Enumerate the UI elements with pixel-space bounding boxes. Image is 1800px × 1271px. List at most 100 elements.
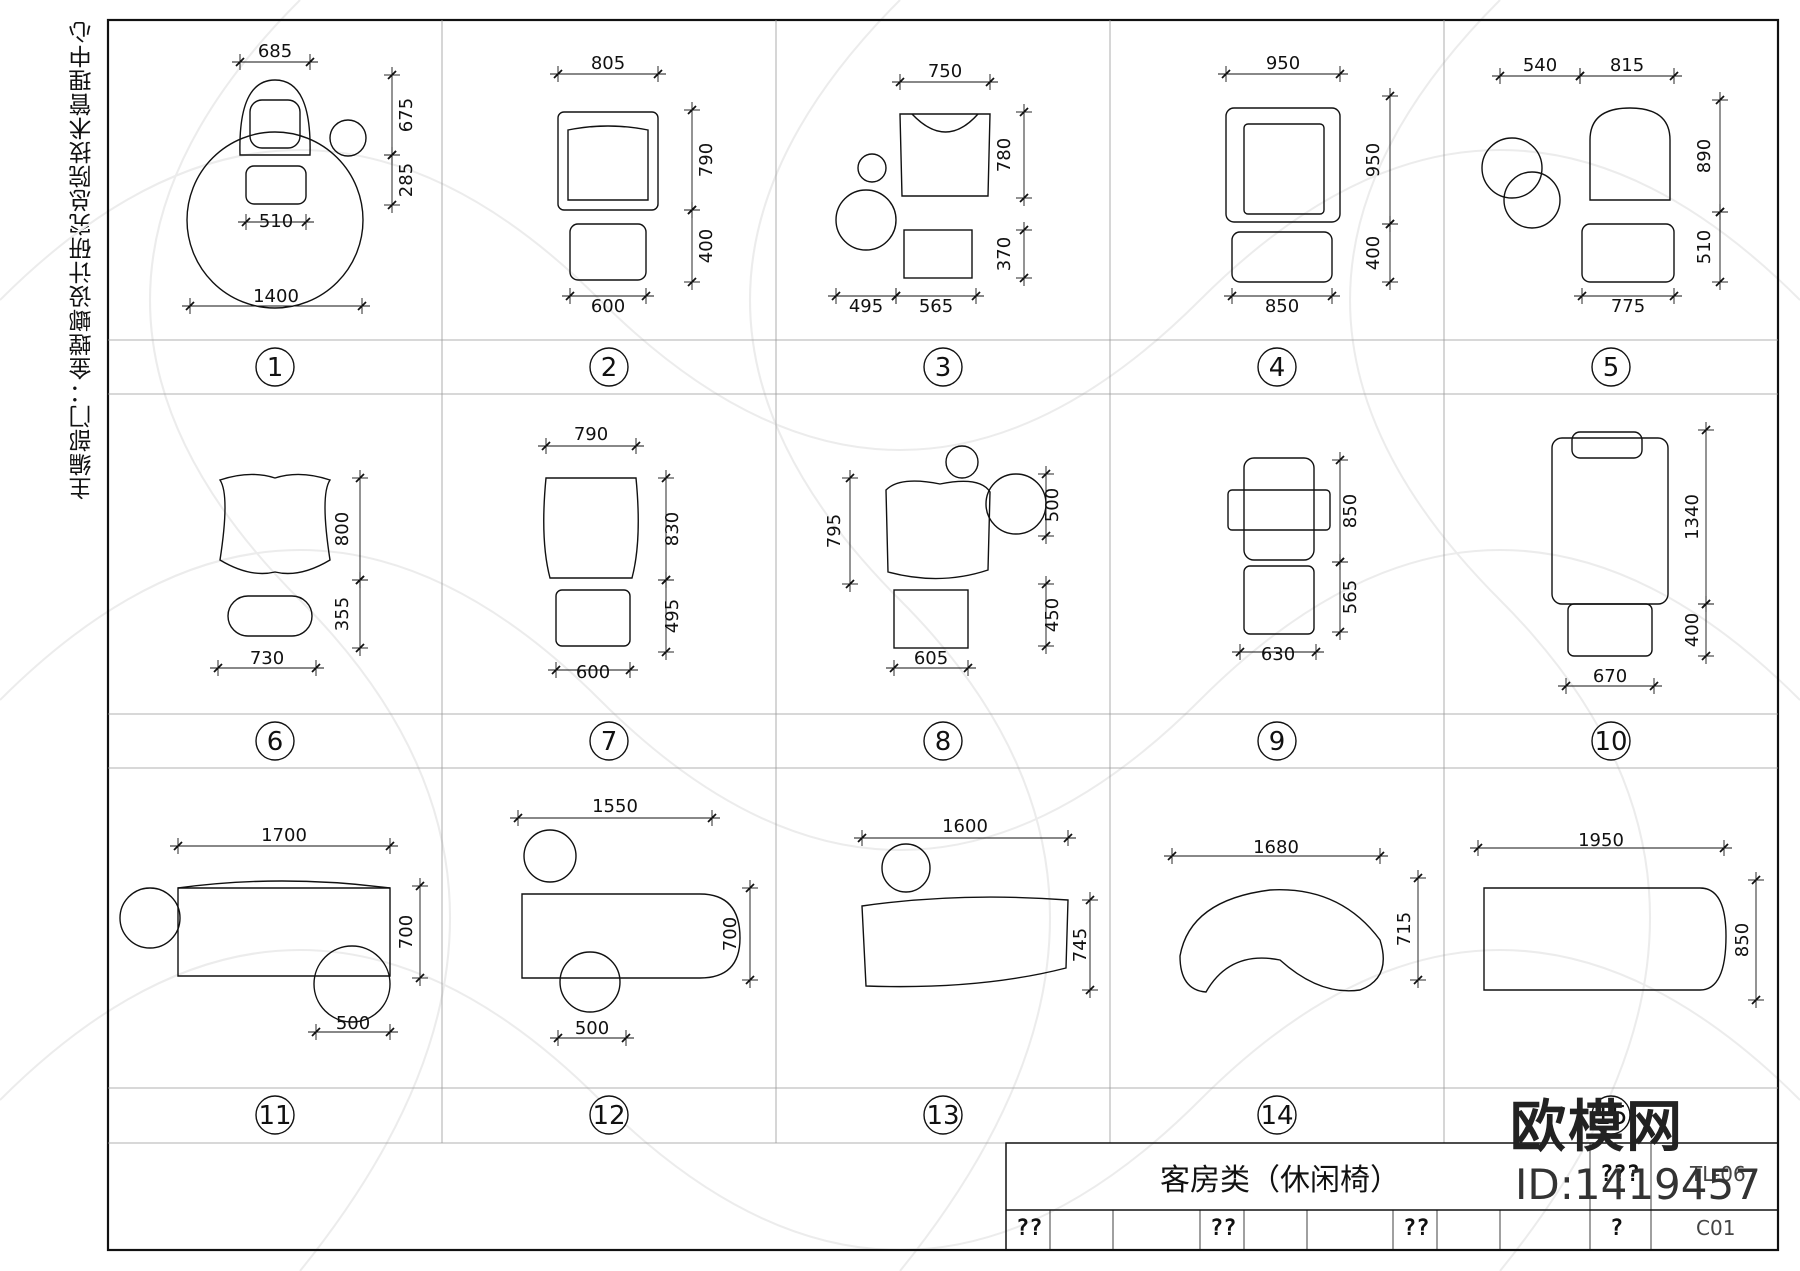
item-number-label: 14 xyxy=(1260,1101,1293,1131)
dimension-tick xyxy=(1375,851,1385,861)
sofa-outline xyxy=(861,896,1069,988)
dimension-tick xyxy=(661,473,671,483)
armchair-arms xyxy=(1227,489,1331,531)
dimension-tick xyxy=(1335,69,1345,79)
item-number-circle xyxy=(1257,347,1297,387)
dimension-label: 565 xyxy=(1340,580,1361,614)
dimension-tick xyxy=(1751,995,1761,1005)
item-number-circle xyxy=(1591,1095,1631,1135)
ottoman xyxy=(1581,223,1675,283)
dimension-tick xyxy=(707,813,717,823)
dimension-tick xyxy=(1577,291,1587,301)
item-number-circle xyxy=(1591,721,1631,761)
dimension-label: 400 xyxy=(1363,236,1384,270)
dimension-tick xyxy=(1701,599,1711,609)
dimension-tick xyxy=(745,975,755,985)
dimension-tick xyxy=(1669,71,1679,81)
dimension-tick xyxy=(1413,975,1423,985)
dimension-tick xyxy=(1041,579,1051,589)
item-number-label: 7 xyxy=(601,727,618,757)
item-number-label: 9 xyxy=(1269,727,1286,757)
sofa-outline xyxy=(177,887,391,977)
dimension-label: 1680 xyxy=(1253,837,1299,858)
dimension-tick xyxy=(687,205,697,215)
watermark-logo: 欧模网 xyxy=(1510,1095,1684,1160)
armchair-seat xyxy=(567,125,649,201)
dimension-tick xyxy=(857,833,867,843)
dimension-tick xyxy=(1751,875,1761,885)
dimension-tick xyxy=(1701,425,1711,435)
dimension-tick xyxy=(1311,647,1321,657)
dimension-tick xyxy=(1085,895,1095,905)
coffee-table xyxy=(313,945,391,1023)
dimension-tick xyxy=(1669,291,1679,301)
dimension-label: 700 xyxy=(396,915,417,949)
dimension-label: 500 xyxy=(575,1018,609,1039)
item-number-label: 1 xyxy=(267,353,284,383)
ottoman xyxy=(555,589,631,647)
dimension-tick xyxy=(1019,225,1029,235)
dimension-label: 780 xyxy=(994,138,1015,172)
armchair-outline xyxy=(239,79,311,156)
dimension-tick xyxy=(1227,291,1237,301)
dimension-tick xyxy=(889,663,899,673)
dimension-tick xyxy=(387,70,397,80)
dimension-tick xyxy=(355,575,365,585)
dimension-tick xyxy=(1041,469,1051,479)
dimension-label: 495 xyxy=(662,599,683,633)
dimension-tick xyxy=(305,57,315,67)
round-rug xyxy=(186,131,364,309)
dimension-label: 500 xyxy=(1042,488,1063,522)
dimension-tick xyxy=(235,57,245,67)
dimension-label: 600 xyxy=(576,662,610,683)
dimension-label: 510 xyxy=(259,211,293,232)
dimension-label: 795 xyxy=(824,514,845,548)
dimension-label: 670 xyxy=(1593,666,1627,687)
side-table-small xyxy=(945,445,979,479)
item-number-label: 8 xyxy=(935,727,952,757)
dimension-tick xyxy=(415,973,425,983)
side-table xyxy=(835,189,897,251)
dimension-tick xyxy=(311,663,321,673)
chaise-outline xyxy=(1551,437,1669,605)
dimension-label: 790 xyxy=(696,143,717,177)
dimension-label: 700 xyxy=(720,917,741,951)
title-block-cell-3: ?? xyxy=(1403,1216,1430,1241)
dimension-label: 890 xyxy=(1694,139,1715,173)
armchair-seat xyxy=(1243,123,1325,215)
sofa-outline xyxy=(521,893,741,979)
dimension-label: 510 xyxy=(1694,230,1715,264)
dimension-label: 565 xyxy=(919,296,953,317)
dimension-tick xyxy=(661,575,671,585)
dimension-label: 1340 xyxy=(1682,494,1703,540)
dimension-tick xyxy=(631,441,641,451)
dimension-tick xyxy=(415,881,425,891)
dimension-label: 500 xyxy=(336,1013,370,1034)
dimension-label: 775 xyxy=(1611,296,1645,317)
ottoman xyxy=(569,223,647,281)
armchair-seat xyxy=(249,99,301,149)
armchair-outline xyxy=(543,477,639,579)
dimension-tick xyxy=(625,665,635,675)
watermark-id: ID:1419457 xyxy=(1515,1160,1761,1209)
dimension-tick xyxy=(513,813,523,823)
ottoman xyxy=(1231,231,1333,283)
item-number-label: 3 xyxy=(935,353,952,383)
dimension-tick xyxy=(1335,557,1345,567)
dimension-tick xyxy=(213,663,223,673)
item-number-label: 11 xyxy=(258,1101,291,1131)
dimension-tick xyxy=(1649,681,1659,691)
dimension-tick xyxy=(985,77,995,87)
chaise-sofa-outline xyxy=(1483,887,1727,991)
dimension-tick xyxy=(385,1027,395,1037)
dimension-tick xyxy=(1019,193,1029,203)
side-table xyxy=(1481,137,1543,199)
side-table xyxy=(119,887,181,949)
chaise-pillow xyxy=(1571,431,1643,459)
dimension-tick xyxy=(1715,95,1725,105)
item-number-circle xyxy=(589,1095,629,1135)
dimension-label: 850 xyxy=(1265,296,1299,317)
side-table xyxy=(329,119,367,157)
dimension-tick xyxy=(551,665,561,675)
